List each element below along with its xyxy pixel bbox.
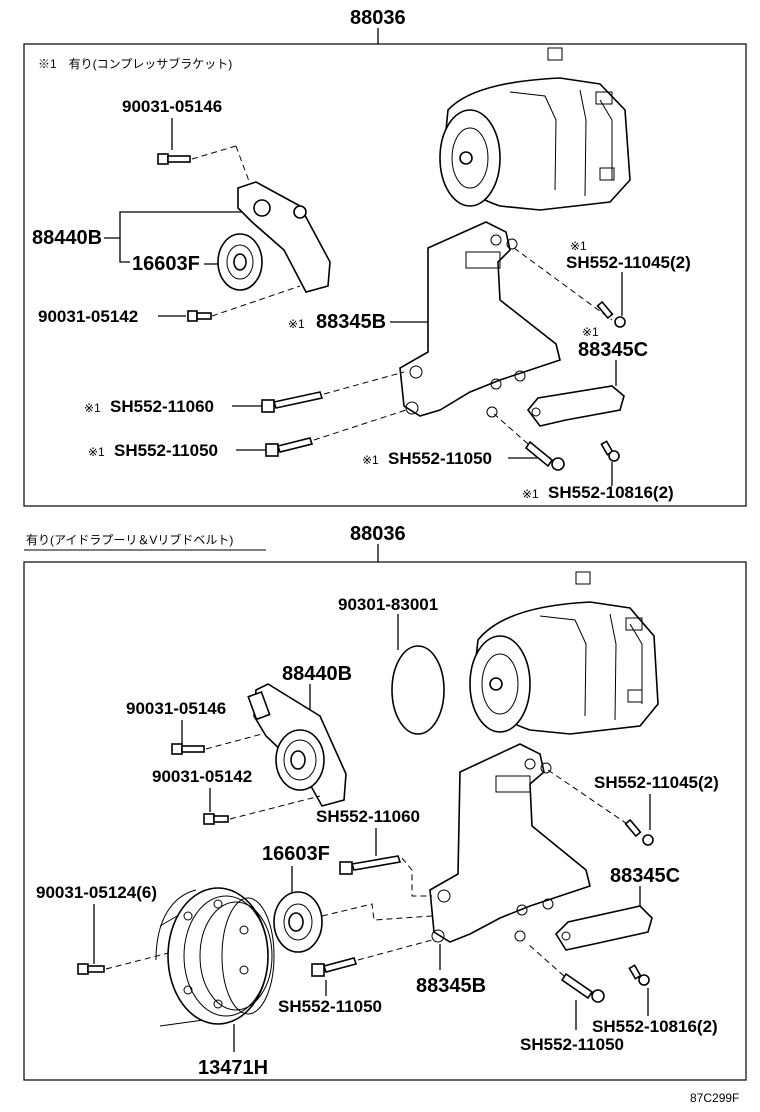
bolt-SH552-11045-lower[interactable] (624, 818, 654, 846)
label-SH552-11045-upper[interactable]: SH552-11045(2) (566, 253, 691, 272)
label-90031-05142-lower[interactable]: 90031-05142 (152, 767, 252, 786)
label-88440B-upper[interactable]: 88440B (32, 227, 102, 249)
label-90031-05146-upper[interactable]: 90031-05146 (122, 97, 222, 116)
label-16603F-upper[interactable]: 16603F (132, 253, 200, 275)
bolt-90031-05146-lower[interactable] (171, 743, 205, 755)
compressor-illustration-upper (439, 47, 631, 211)
label-SH552-11060-lower[interactable]: SH552-11060 (316, 807, 420, 826)
plate-88345C-upper[interactable] (526, 385, 625, 427)
bolt-SH552-11050-lower-right[interactable] (560, 972, 605, 1003)
label-SH552-11045-lower[interactable]: SH552-11045(2) (594, 773, 719, 792)
label-88345B-upper[interactable]: 88345B (316, 311, 386, 333)
label-SH552-11050-lower-right[interactable]: SH552-11050 (520, 1035, 624, 1054)
lower-section-header: 有り(アイドラプーリ＆Vリブドベルト) (26, 532, 233, 547)
pulley-16603F-upper[interactable] (217, 233, 263, 291)
bolt-90031-05142-lower[interactable] (203, 813, 229, 825)
label-88345B-lower[interactable]: 88345B (416, 975, 486, 997)
compressor-illustration-lower (469, 571, 659, 735)
upper-note-header: ※1 有り(コンプレッサブラケット) (38, 56, 232, 71)
mark-11050-mid-upper: ※1 (362, 453, 379, 467)
bracket-88440B-upper[interactable] (237, 181, 331, 293)
label-90031-05124[interactable]: 90031-05124(6) (36, 883, 157, 902)
figure-code: 87C299F (690, 1091, 739, 1105)
bracket-88345B-lower[interactable] (429, 743, 591, 943)
bracket-88345B-upper[interactable] (399, 221, 561, 418)
label-90301-83001[interactable]: 90301-83001 (338, 595, 438, 614)
plate-88345C-lower[interactable] (554, 905, 653, 951)
bolt-SH552-11050-mid-upper[interactable] (524, 440, 565, 471)
label-90031-05146-lower[interactable]: 90031-05146 (126, 699, 226, 718)
label-13471H[interactable]: 13471H (198, 1057, 268, 1079)
label-SH552-10816-lower[interactable]: SH552-10816(2) (592, 1017, 718, 1036)
lower-section: 有り(アイドラプーリ＆Vリブドベルト) 88036 90301-83001 88… (23, 523, 747, 1081)
bolt-SH552-11060-upper[interactable] (261, 391, 324, 413)
upper-assembly-number[interactable]: 88036 (350, 7, 406, 29)
bolt-90031-05124[interactable] (77, 963, 105, 975)
bolt-SH552-10816-upper[interactable] (600, 440, 620, 462)
mark-11060-upper: ※1 (84, 401, 101, 415)
pulley-13471H[interactable] (155, 887, 275, 1027)
upper-section: 88036 ※1 有り(コンプレッサブラケット) 90031-05146 884… (23, 7, 747, 507)
label-88345C-upper[interactable]: 88345C (578, 339, 648, 361)
upper-frame (23, 43, 747, 507)
bolt-SH552-11045-upper[interactable] (596, 300, 626, 328)
lower-frame (23, 561, 747, 1081)
label-90031-05142-upper[interactable]: 90031-05142 (38, 307, 138, 326)
label-SH552-11060-upper[interactable]: SH552-11060 (110, 397, 214, 416)
label-SH552-11050-mid-upper[interactable]: SH552-11050 (388, 449, 492, 468)
bolt-SH552-11060-lower[interactable] (339, 855, 402, 875)
label-SH552-11050-left-upper[interactable]: SH552-11050 (114, 441, 218, 460)
bolt-SH552-11050-lower-left[interactable] (311, 957, 358, 977)
label-16603F-lower[interactable]: 16603F (262, 843, 330, 865)
bolt-90031-05146-upper[interactable] (157, 153, 191, 165)
mark-88345B-upper: ※1 (288, 317, 305, 331)
label-SH552-11050-lower-left[interactable]: SH552-11050 (278, 997, 382, 1016)
mark-88345C-upper: ※1 (582, 325, 599, 339)
pulley-16603F-lower[interactable] (273, 891, 323, 953)
oring-90301-83001[interactable] (391, 645, 445, 735)
label-88345C-lower[interactable]: 88345C (610, 865, 680, 887)
mark-11045-upper: ※1 (570, 239, 587, 253)
mark-10816-upper: ※1 (522, 487, 539, 501)
bolt-SH552-10816-lower[interactable] (628, 964, 650, 986)
bolt-SH552-11050-left-upper[interactable] (265, 437, 314, 457)
lower-assembly-number[interactable]: 88036 (350, 523, 406, 545)
bolt-90031-05142-upper[interactable] (187, 310, 212, 322)
mark-11050-left-upper: ※1 (88, 445, 105, 459)
label-88440B-lower[interactable]: 88440B (282, 663, 352, 685)
label-SH552-10816-upper[interactable]: SH552-10816(2) (548, 483, 674, 502)
pulley-on-88440B-lower[interactable] (275, 729, 325, 791)
